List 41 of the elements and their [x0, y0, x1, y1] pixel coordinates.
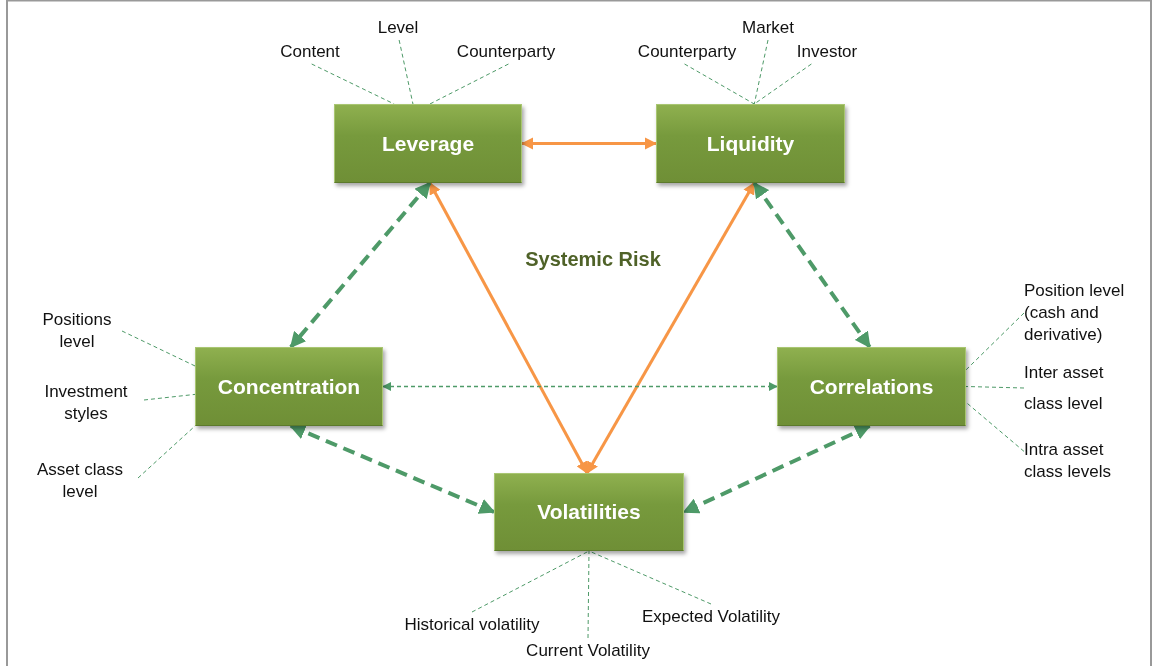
leader-label: Level [370, 16, 426, 40]
leader-line [429, 63, 509, 105]
process-box: Liquidity [656, 104, 845, 183]
dashed-arrow [382, 381, 778, 392]
leader-label: Expected Volatility [626, 604, 796, 630]
leader-label: Investment styles [28, 378, 144, 428]
leader-line [471, 550, 590, 613]
leader-label: Counterparty [444, 40, 568, 64]
leader-label: Investor [788, 40, 866, 64]
leader-label: Current Volatility [512, 638, 664, 664]
diagram-label: Systemic Risk [524, 247, 662, 272]
leader-line [965, 401, 1025, 452]
leader-label: Counterparty [625, 40, 749, 64]
arrow [585, 181, 756, 475]
leader-line [965, 312, 1025, 371]
leader-line [143, 393, 196, 401]
leader-line [684, 63, 755, 105]
leader-line [965, 386, 1025, 389]
arrow [428, 181, 589, 475]
dashed-arrow [682, 424, 872, 514]
process-box: Leverage [334, 104, 522, 183]
leader-line [398, 39, 414, 105]
leader-label: Asset class level [22, 456, 138, 506]
process-box: Volatilities [494, 473, 684, 551]
process-box: Correlations [777, 347, 966, 426]
leader-label: Intra asset class levels [1024, 437, 1134, 485]
leader-line [753, 39, 769, 105]
process-box: Concentration [195, 347, 383, 426]
leader-label: Market [734, 16, 802, 40]
dashed-arrow [289, 181, 432, 349]
dashed-arrow [752, 181, 872, 349]
leader-line [121, 330, 196, 367]
leader-line [587, 550, 590, 639]
leader-label: Content [268, 40, 352, 64]
dashed-arrow [289, 424, 496, 514]
leader-label: Inter asset class level [1024, 360, 1134, 416]
leader-label: Historical volatility [390, 612, 554, 638]
arrow [520, 137, 658, 150]
leader-label: Position level (cash and derivative) [1024, 277, 1142, 349]
leader-label: Positions level [32, 306, 122, 356]
leader-line [137, 425, 196, 479]
